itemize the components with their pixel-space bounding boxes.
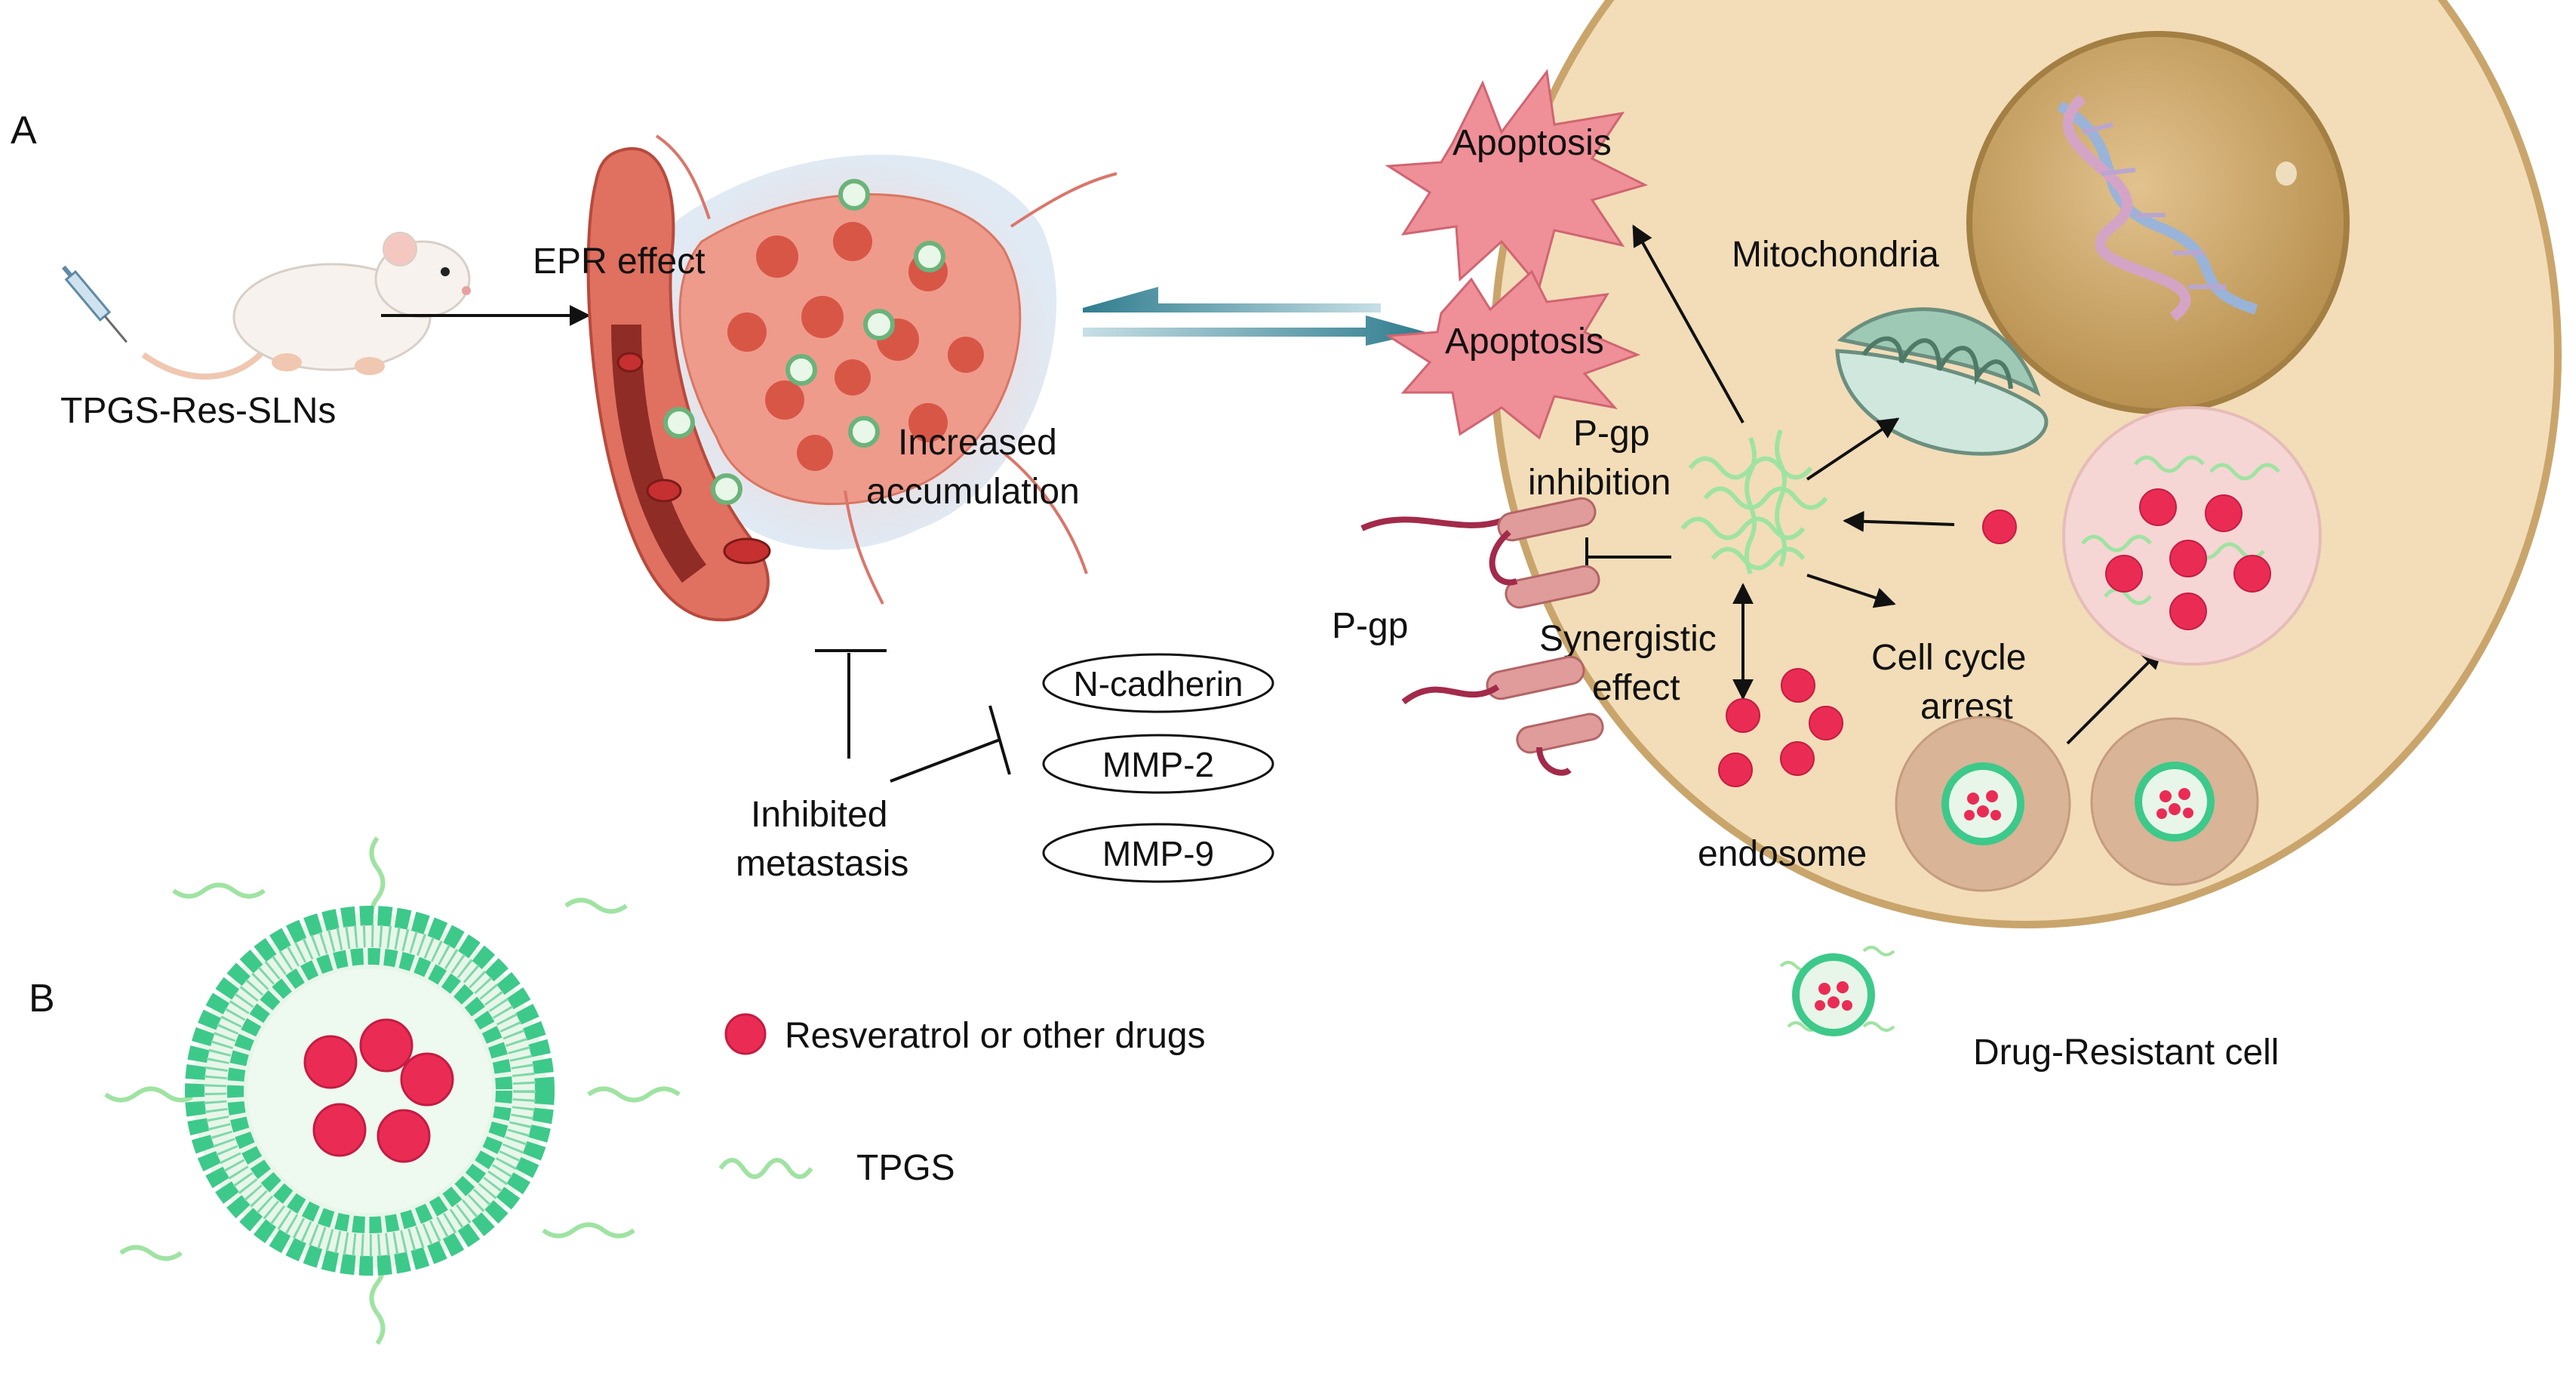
dna-helix-icon	[2057, 94, 2258, 322]
free-drug-molecules	[1718, 509, 2017, 787]
marker-ellipse-n-cadherin	[1042, 653, 1274, 713]
legend-tpgs-icon	[718, 1158, 813, 1179]
legend-drug-label: Resveratrol or other drugs	[785, 1016, 1206, 1056]
marker-mmp-2: MMP-2	[1102, 745, 1214, 784]
increased-accumulation-label: Increased accumulation	[866, 423, 1080, 512]
pgp-inhibition-label: P-gp inhibition	[1528, 414, 1671, 503]
solid-lipid-nanoparticle	[104, 836, 681, 1345]
double-direction-arrow	[1083, 287, 1426, 346]
inhibited-metastasis-line-1: Inhibited	[751, 795, 887, 835]
syringe-icon	[61, 265, 128, 343]
marker-ellipse-mmp-2	[1042, 734, 1274, 794]
epr-effect-label: EPR effect	[533, 242, 705, 282]
panel-label-a: A	[11, 109, 37, 152]
synergistic-effect-line-2: effect	[1592, 668, 1680, 708]
inhibited-metastasis-label: Inhibited metastasis	[736, 795, 908, 884]
marker-mmp-9: MMP-9	[1102, 834, 1214, 873]
mouse-illustration	[141, 232, 471, 380]
marker-ellipse-mmp-9	[1042, 823, 1274, 883]
cell-title: Drug-Resistant cell	[1973, 1033, 2279, 1073]
pgp-inhibition-line-2: inhibition	[1528, 463, 1671, 503]
lysosome-with-drugs	[2062, 406, 2322, 666]
legend-tpgs-label: TPGS	[856, 1148, 955, 1188]
cell-cycle-arrest-line-1: Cell cycle	[1871, 638, 2026, 678]
apoptosis-label-mid: Apoptosis	[1445, 322, 1604, 362]
apoptosis-label-top: Apoptosis	[1452, 123, 1612, 163]
nanoparticles-in-tumor	[663, 179, 945, 505]
panel-label-b: B	[29, 977, 55, 1020]
endosome-2	[2090, 717, 2259, 886]
tpgs-cluster	[1680, 429, 1828, 575]
endosome-1	[1895, 716, 2071, 892]
marker-n-cadherin: N-cadherin	[1074, 664, 1243, 703]
pgp-transporter-icon	[1360, 497, 1604, 776]
metastasis-inhibition-bar	[815, 649, 1011, 783]
apoptosis-burst-mid	[1385, 269, 1641, 440]
increased-accumulation-line-1: Increased	[898, 423, 1057, 463]
apoptosis-burst-top	[1385, 69, 1649, 290]
pgp-inhibition-line-1: P-gp	[1573, 414, 1649, 454]
nanoparticle-outside-cell	[1779, 946, 1895, 1036]
endosome-label: endosome	[1698, 834, 1867, 874]
synergistic-effect-label: Synergistic effect	[1539, 619, 1726, 708]
mouse-caption: TPGS-Res-SLNs	[60, 391, 336, 431]
cell-pathway-arrows	[1585, 224, 2163, 745]
mitochondria-label: Mitochondria	[1732, 235, 1939, 275]
metastasis-markers: N-cadherin MMP-2 MMP-9	[1042, 653, 1274, 883]
increased-accumulation-line-2: accumulation	[866, 472, 1080, 512]
pgp-label: P-gp	[1332, 606, 1408, 646]
inhibited-metastasis-line-2: metastasis	[736, 844, 908, 884]
legend-drug-icon	[724, 1013, 767, 1055]
synergistic-effect-line-1: Synergistic	[1539, 619, 1717, 659]
legend: Resveratrol or other drugs TPGS	[718, 1013, 1206, 1188]
tumor-illustration	[648, 134, 1117, 605]
